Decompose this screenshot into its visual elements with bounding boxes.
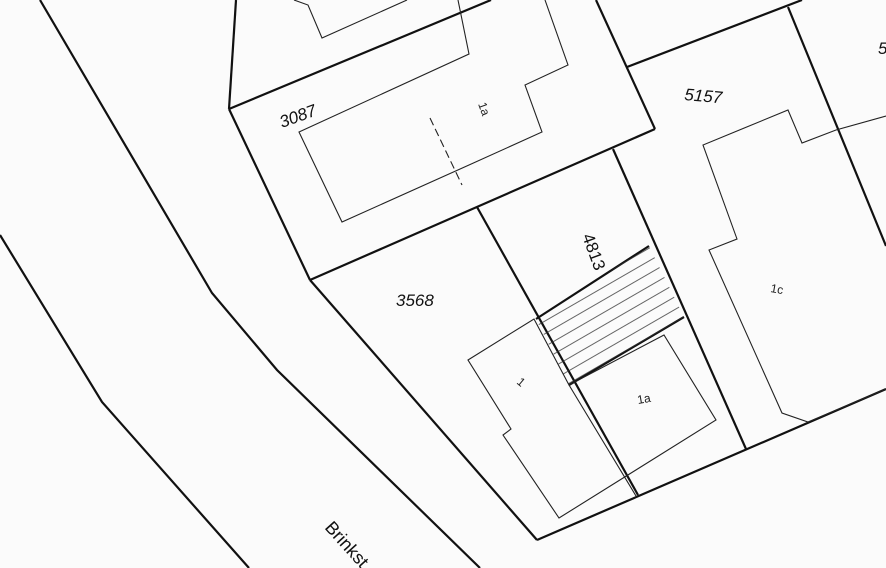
hatched-area (536, 246, 684, 385)
parcel-boundaries (227, 0, 886, 542)
road-edge-inner (39, 0, 481, 568)
building-outlines (293, 0, 886, 519)
street-name: Brinkst (321, 517, 373, 568)
road-edge-outer (0, 234, 250, 568)
parcel-number-3087: 3087 (277, 101, 320, 132)
parcel-number-4813: 4813 (578, 231, 609, 273)
house-number-1c: 1c (769, 281, 784, 297)
house-number-1: 1 (514, 375, 528, 390)
house-number-1a-top: 1a (475, 100, 493, 118)
parcel-number-5157: 5157 (684, 85, 724, 107)
parcel-number-5: 5 (878, 39, 886, 58)
house-number-1a-bottom: 1a (636, 391, 652, 407)
parcel-number-3568: 3568 (396, 291, 434, 310)
